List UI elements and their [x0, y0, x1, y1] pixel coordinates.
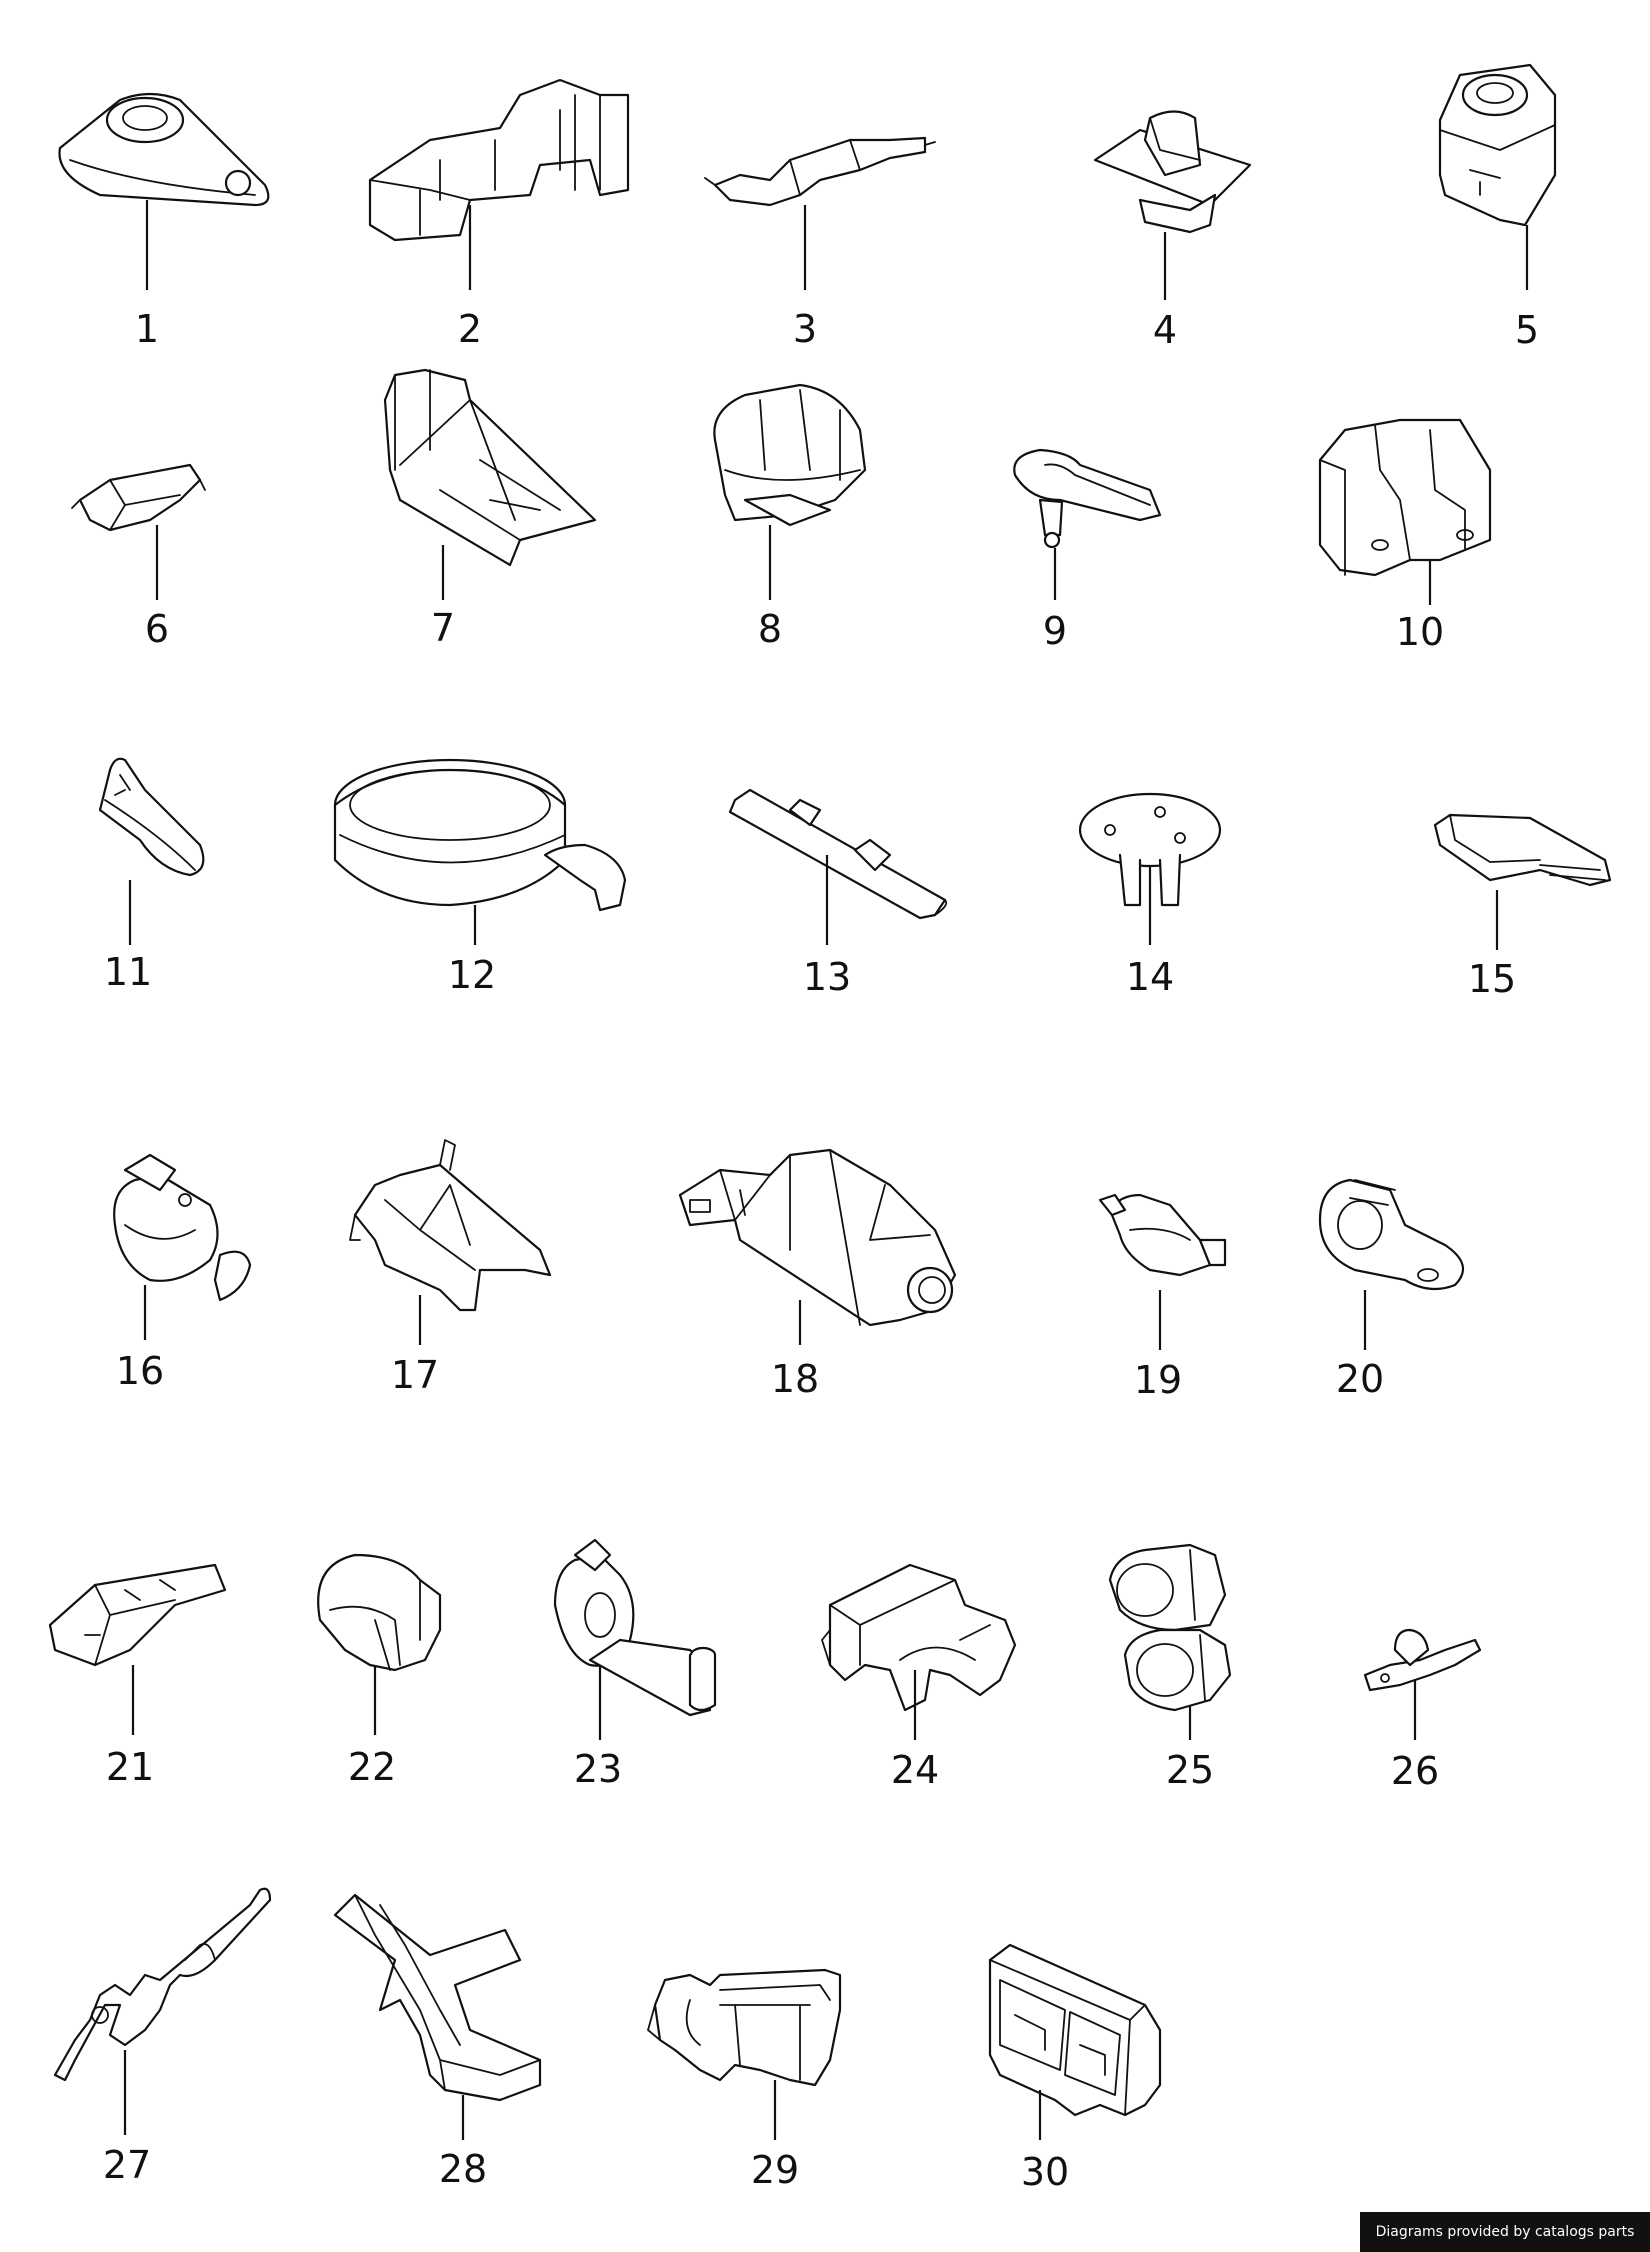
callout-23: 23	[574, 1747, 622, 1791]
part-23: 23	[553, 1538, 717, 1791]
part-21: 21	[48, 1563, 227, 1789]
callout-15: 15	[1468, 957, 1516, 1001]
part-12: 12	[333, 758, 627, 997]
callout-4: 4	[1153, 308, 1177, 352]
callout-20: 20	[1336, 1357, 1384, 1401]
part-25: 25	[1108, 1543, 1232, 1792]
part-15: 15	[1433, 813, 1612, 1001]
callout-18: 18	[771, 1357, 819, 1401]
callout-9: 9	[1043, 609, 1067, 653]
callout-8: 8	[758, 607, 782, 651]
callout-6: 6	[145, 607, 169, 651]
part-24: 24	[821, 1563, 1017, 1792]
callout-11: 11	[104, 950, 152, 994]
callout-22: 22	[348, 1745, 396, 1789]
callout-13: 13	[803, 955, 851, 999]
part-14: 14	[1078, 792, 1222, 999]
callout-29: 29	[751, 2148, 799, 2192]
part-7: 7	[383, 368, 597, 650]
part-17: 17	[349, 1139, 552, 1397]
callout-16: 16	[116, 1349, 164, 1393]
part-9: 9	[1013, 448, 1162, 653]
part-6: 6	[71, 463, 206, 651]
callout-30: 30	[1021, 2150, 1069, 2194]
part-11: 11	[98, 757, 205, 994]
credit-badge: Diagrams provided by catalogs parts	[1360, 2212, 1650, 2252]
callout-2: 2	[458, 307, 482, 351]
part-22: 22	[317, 1553, 442, 1789]
part-4: 4	[1093, 110, 1252, 352]
part-30: 30	[988, 1943, 1162, 2194]
part-18: 18	[678, 1148, 957, 1401]
callout-25: 25	[1166, 1748, 1214, 1792]
callout-3: 3	[793, 307, 817, 351]
callout-1: 1	[135, 307, 159, 351]
part-5: 5	[1438, 63, 1557, 352]
part-13: 13	[728, 788, 948, 999]
callout-14: 14	[1126, 955, 1174, 999]
part-28: 28	[333, 1893, 542, 2191]
callout-5: 5	[1515, 308, 1539, 352]
callout-26: 26	[1391, 1749, 1439, 1793]
part-3: 3	[704, 136, 936, 351]
callout-19: 19	[1134, 1358, 1182, 1402]
callout-27: 27	[103, 2143, 151, 2187]
part-1: 1	[58, 92, 270, 351]
part-16: 16	[113, 1153, 252, 1393]
callout-10: 10	[1396, 610, 1444, 654]
part-2: 2	[368, 78, 630, 351]
part-29: 29	[647, 1968, 842, 2192]
callout-28: 28	[439, 2147, 487, 2191]
callout-12: 12	[448, 953, 496, 997]
callout-17: 17	[391, 1353, 439, 1397]
part-26: 26	[1363, 1628, 1482, 1793]
part-8: 8	[713, 383, 867, 651]
part-19: 19	[1098, 1193, 1227, 1402]
part-10: 10	[1318, 418, 1492, 654]
callout-24: 24	[891, 1748, 939, 1792]
part-27: 27	[53, 1887, 272, 2187]
callout-7: 7	[431, 606, 455, 650]
callout-21: 21	[106, 1745, 154, 1789]
part-20: 20	[1318, 1178, 1465, 1401]
